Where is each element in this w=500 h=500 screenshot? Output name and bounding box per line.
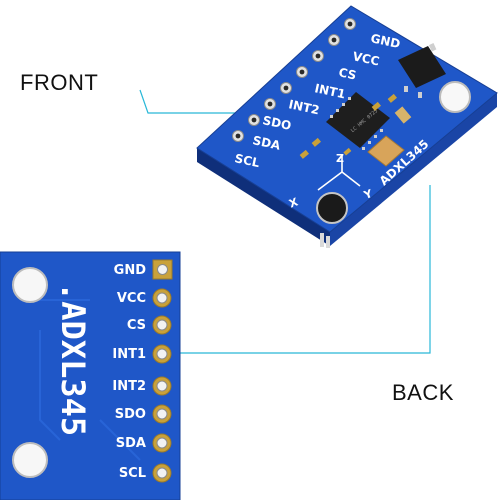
back-pin-int2: INT2 — [112, 379, 146, 394]
front-label: FRONT — [20, 70, 99, 95]
front-pin-scl: SCL — [233, 151, 261, 170]
back-label: BACK — [392, 380, 454, 405]
back-pin-vcc: VCC — [117, 291, 146, 306]
front-pin-holes — [232, 18, 356, 142]
back-mounting-holes — [12, 267, 48, 478]
front-pin-int2: INT2 — [287, 97, 320, 117]
back-board: .ADXL345 GND VCC CS INT1 INT2 SDO SDA SC… — [0, 251, 181, 500]
front-board: GND VCC CS INT1 INT2 SDO SDA SCL LC — [196, 5, 498, 248]
adxl345-sensor-chip — [367, 135, 405, 167]
front-mounting-holes — [316, 81, 471, 224]
back-model-text: .ADXL345 — [54, 282, 92, 436]
back-pin-cs: CS — [127, 318, 146, 333]
back-pin-sdo: SDO — [115, 407, 146, 422]
axis-z-label: Z — [336, 152, 344, 165]
back-pin-scl: SCL — [119, 466, 146, 481]
axis-marker — [317, 156, 361, 191]
front-pin-vcc: VCC — [351, 49, 380, 68]
back-leader-line — [170, 185, 431, 354]
front-pin-sda: SDA — [251, 133, 282, 153]
front-pin-gnd: GND — [369, 31, 401, 51]
smd-components — [299, 93, 412, 159]
front-pin-int1: INT1 — [313, 81, 346, 101]
front-pin-sdo: SDO — [261, 113, 292, 133]
back-pin-int1: INT1 — [112, 347, 146, 362]
back-pin-sda: SDA — [116, 436, 146, 451]
regulator-chip — [398, 43, 446, 98]
front-pin-cs: CS — [337, 65, 357, 82]
back-pin-pads — [152, 259, 173, 483]
back-pin-gnd: GND — [114, 263, 147, 278]
